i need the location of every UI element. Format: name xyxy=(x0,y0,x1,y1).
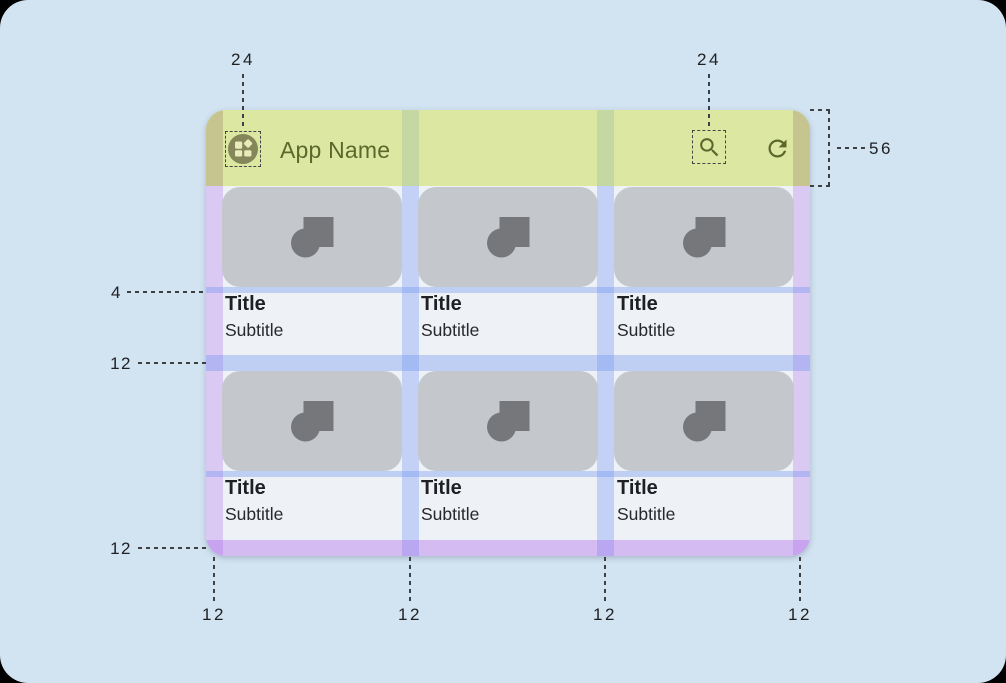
card-title: Title xyxy=(617,477,658,499)
dimension-label-12-row-gap: 12 xyxy=(110,354,132,373)
image-placeholder-icon xyxy=(290,400,333,441)
gutter-overlay-1 xyxy=(402,110,419,186)
card-image-placeholder xyxy=(614,371,794,471)
spacing-band-4 xyxy=(206,471,810,477)
dimension-leader-line xyxy=(708,74,710,129)
card-title: Title xyxy=(617,293,658,315)
dimension-label-56: 56 xyxy=(869,139,893,158)
gutter-overlay-1 xyxy=(402,186,419,556)
image-placeholder-icon xyxy=(486,216,529,257)
card-tile[interactable]: Title Subtitle xyxy=(222,371,402,539)
spacing-band-4 xyxy=(206,287,810,293)
bottom-margin-band xyxy=(206,540,810,556)
dimension-leader-line xyxy=(138,362,206,364)
card-subtitle: Subtitle xyxy=(225,320,284,340)
card-image-placeholder xyxy=(222,371,402,471)
card-tile[interactable]: Title Subtitle xyxy=(418,187,598,355)
card-subtitle: Subtitle xyxy=(421,320,480,340)
gutter-overlay-2 xyxy=(597,186,614,556)
left-margin-overlay xyxy=(206,110,223,186)
dimension-label-12-gutter: 12 xyxy=(398,605,422,624)
dimension-leader-line xyxy=(138,547,206,549)
appbar-title: App Name xyxy=(280,137,391,163)
card-title: Title xyxy=(421,293,462,315)
card-title: Title xyxy=(225,293,266,315)
dimension-label-12-margin: 12 xyxy=(788,605,812,624)
right-margin-overlay xyxy=(793,186,810,556)
right-margin-overlay xyxy=(793,110,810,186)
dimension-leader-line xyxy=(127,291,206,293)
refresh-button[interactable] xyxy=(763,134,791,162)
card-subtitle: Subtitle xyxy=(225,504,284,524)
spacing-band-12 xyxy=(206,355,810,371)
card-subtitle: Subtitle xyxy=(617,320,676,340)
card-tile[interactable]: Title Subtitle xyxy=(614,371,794,539)
image-placeholder-icon xyxy=(682,400,725,441)
dimension-label-12-margin: 12 xyxy=(202,605,226,624)
gutter-overlay-2 xyxy=(597,110,614,186)
card-subtitle: Subtitle xyxy=(617,504,676,524)
dimension-label-24-right: 24 xyxy=(697,50,721,69)
card-image-placeholder xyxy=(418,371,598,471)
card-title: Title xyxy=(421,477,462,499)
card-subtitle: Subtitle xyxy=(421,504,480,524)
card-tile[interactable]: Title Subtitle xyxy=(614,187,794,355)
dimension-leader-line xyxy=(604,557,606,601)
dimension-label-12-gutter: 12 xyxy=(593,605,617,624)
dimension-bracket-56 xyxy=(828,110,830,187)
dimension-label-4: 4 xyxy=(111,283,122,302)
dimension-tick xyxy=(810,109,830,111)
card-tile[interactable]: Title Subtitle xyxy=(222,187,402,355)
search-icon-bounds xyxy=(692,130,726,164)
dimension-leader-line xyxy=(799,557,801,601)
card-tile[interactable]: Title Subtitle xyxy=(418,371,598,539)
dimension-leader-line xyxy=(837,147,867,149)
dimension-label-12-bottom-margin: 12 xyxy=(110,539,132,558)
left-margin-overlay xyxy=(206,186,223,556)
card-image-placeholder xyxy=(222,187,402,287)
refresh-icon xyxy=(768,139,786,157)
card-image-placeholder xyxy=(418,187,598,287)
dimension-label-24-left: 24 xyxy=(231,50,255,69)
dimension-leader-line xyxy=(242,74,244,129)
card-title: Title xyxy=(225,477,266,499)
app-logo-bounds xyxy=(225,131,261,167)
dimension-leader-line xyxy=(213,557,215,601)
app-window-mockup: Title Subtitle Title Subtitle xyxy=(206,110,810,556)
card-image-placeholder xyxy=(614,187,794,287)
image-placeholder-icon xyxy=(486,400,529,441)
image-placeholder-icon xyxy=(290,216,333,257)
dimension-leader-line xyxy=(409,557,411,601)
dimension-tick xyxy=(810,185,830,187)
image-placeholder-icon xyxy=(682,216,725,257)
search-icon[interactable] xyxy=(697,135,722,160)
app-logo-icon[interactable] xyxy=(228,134,258,164)
